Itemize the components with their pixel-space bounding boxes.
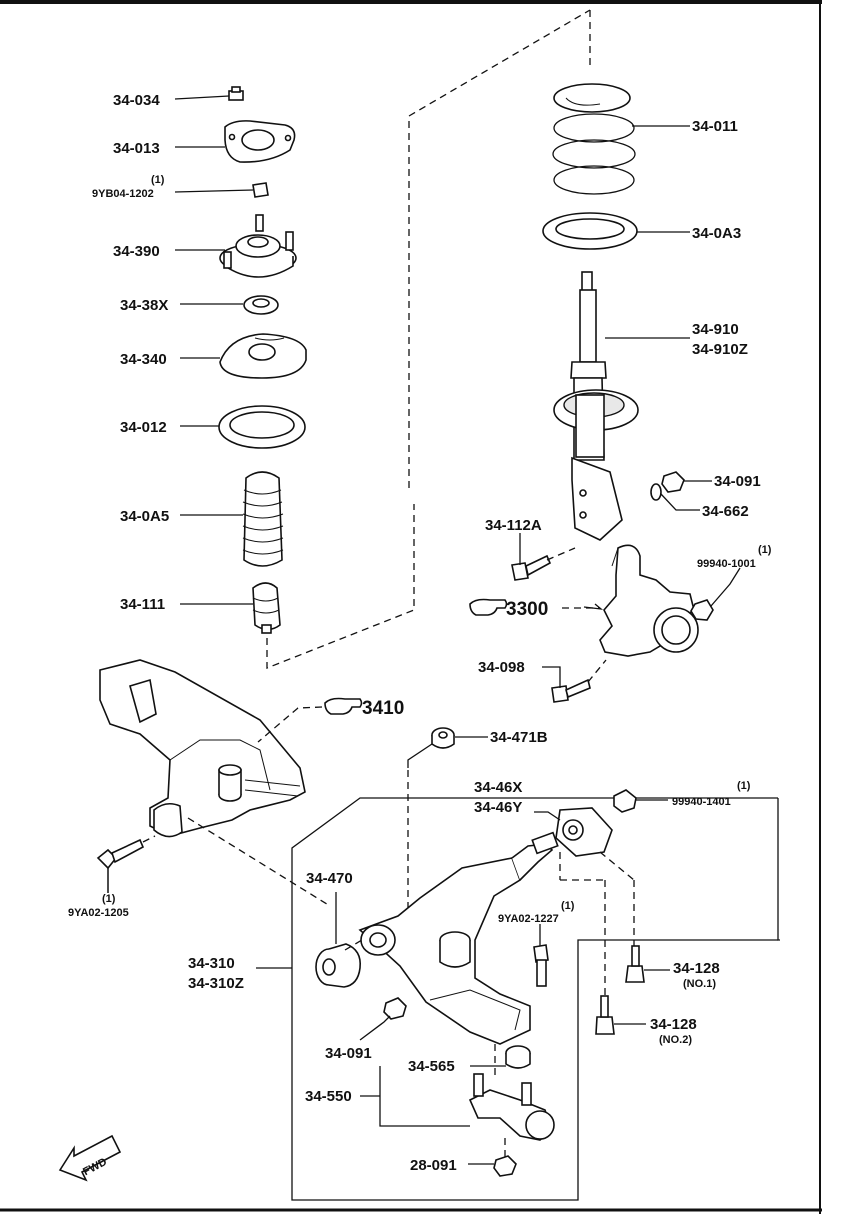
part-9ya02-1227-bolt[interactable] (533, 944, 549, 987)
part-34-470-bushing[interactable] (315, 943, 362, 988)
part-34-098-bolt[interactable] (551, 678, 591, 703)
label-9ya02-1205: 9YA02-1205 (68, 907, 129, 919)
label-99940-1001: 99940-1001 (697, 558, 756, 570)
label-9yb04-qty: (1) (151, 174, 165, 186)
part-34-910-strut[interactable] (553, 271, 639, 541)
part-34-565-boot[interactable] (505, 1045, 531, 1069)
label-9ya02-1227-qty: (1) (561, 900, 575, 912)
part-34-012-insulator[interactable] (218, 405, 306, 449)
label-28-091: 28-091 (410, 1157, 457, 1174)
lower-arm-group-box (291, 797, 780, 1201)
label-34-011: 34-011 (692, 118, 738, 135)
leader-lines-lower-arm (107, 799, 670, 1165)
label-3410: 3410 (362, 698, 404, 719)
part-34-46x-bushing[interactable] (555, 807, 613, 857)
label-34-390: 34-390 (113, 243, 160, 260)
part-34-471b-washer[interactable] (431, 727, 455, 749)
label-34-38x: 34-38X (120, 297, 168, 314)
part-28-091-nut[interactable] (493, 1155, 517, 1177)
label-99940-1001-qty: (1) (758, 544, 772, 556)
label-34-013: 34-013 (113, 140, 160, 157)
hand-pointer-icon-3410 (324, 697, 363, 715)
label-34-128-no1: 34-128 (673, 960, 720, 977)
label-34-565: 34-565 (408, 1058, 455, 1075)
label-99940-1401-qty: (1) (737, 780, 751, 792)
label-34-098: 34-098 (478, 659, 525, 676)
part-34-390-mount[interactable] (219, 214, 297, 278)
label-34-470: 34-470 (306, 870, 353, 887)
part-34-128-no2-bolt[interactable] (595, 995, 615, 1035)
leader-lines-right-upper (519, 125, 741, 688)
label-34-0a5: 34-0A5 (120, 508, 169, 525)
label-34-550: 34-550 (305, 1088, 352, 1105)
part-3410-crossmember[interactable] (99, 659, 306, 838)
part-34-111-bump-stop[interactable] (252, 582, 281, 634)
label-34-091-lower: 34-091 (325, 1045, 372, 1062)
part-34-662-washer[interactable] (650, 483, 662, 501)
part-34-550-ball-joint[interactable] (468, 1073, 555, 1141)
part-34-38x-bearing[interactable] (243, 295, 279, 315)
label-9ya02-1227: 9YA02-1227 (498, 913, 559, 925)
part-34-310-lower-arm[interactable] (358, 831, 559, 1045)
part-9ya02-1205-bolt[interactable] (96, 838, 145, 870)
part-3300-knuckle[interactable] (599, 544, 699, 657)
label-34-012: 34-012 (120, 419, 167, 436)
label-34-340: 34-340 (120, 351, 167, 368)
label-9ya02-1205-qty: (1) (102, 893, 116, 905)
label-34-910: 34-910 (692, 321, 739, 338)
label-34-091-upper: 34-091 (714, 473, 761, 490)
label-34-46x: 34-46X (474, 779, 522, 796)
part-34-112a-bolt[interactable] (511, 554, 552, 581)
part-34-091-nut-upper[interactable] (661, 471, 685, 493)
label-34-034: 34-034 (113, 92, 160, 109)
label-34-310z: 34-310Z (188, 975, 244, 992)
label-34-112a: 34-112A (485, 517, 542, 534)
label-34-111: 34-111 (120, 596, 165, 613)
leader-lines-left (174, 95, 254, 605)
label-34-910z: 34-910Z (692, 341, 748, 358)
part-34-011-coil-spring[interactable] (552, 83, 636, 195)
label-99940-1401: 99940-1401 (672, 796, 731, 808)
label-3300: 3300 (506, 599, 548, 620)
hand-pointer-icon-3300 (469, 598, 508, 616)
part-34-091-nut-lower[interactable] (383, 997, 407, 1020)
part-34-340-seat[interactable] (219, 333, 307, 379)
label-34-128-no2-note: (NO.2) (659, 1034, 692, 1046)
part-labels: 34-034 34-013 (1) 9YB04-1202 34-390 34-3… (68, 92, 772, 1178)
label-34-0a3: 34-0A3 (692, 225, 741, 242)
part-99940-1001-nut[interactable] (690, 599, 714, 621)
part-99940-1401-nut[interactable] (613, 789, 637, 813)
fwd-arrow-icon (58, 1134, 122, 1182)
label-34-662: 34-662 (702, 503, 749, 520)
part-9yb04-1202-nut[interactable] (252, 182, 269, 198)
part-34-128-no1-bolt[interactable] (625, 945, 645, 983)
part-34-0a5-dust-boot[interactable] (242, 471, 284, 567)
assembly-dashes-upper (266, 9, 591, 669)
part-34-0a3-spring-seat[interactable] (542, 212, 638, 250)
part-34-034-nut[interactable] (228, 86, 244, 101)
label-9yb04-1202: 9YB04-1202 (92, 188, 154, 200)
leader-lines-lower (407, 736, 488, 922)
label-34-128-no1-note: (NO.1) (683, 978, 716, 990)
label-34-310: 34-310 (188, 955, 235, 972)
label-34-46y: 34-46Y (474, 799, 522, 816)
part-34-013-plate[interactable] (224, 120, 296, 163)
label-34-128-no2: 34-128 (650, 1016, 697, 1033)
page-frame (0, 0, 822, 1214)
label-34-471b: 34-471B (490, 729, 548, 746)
